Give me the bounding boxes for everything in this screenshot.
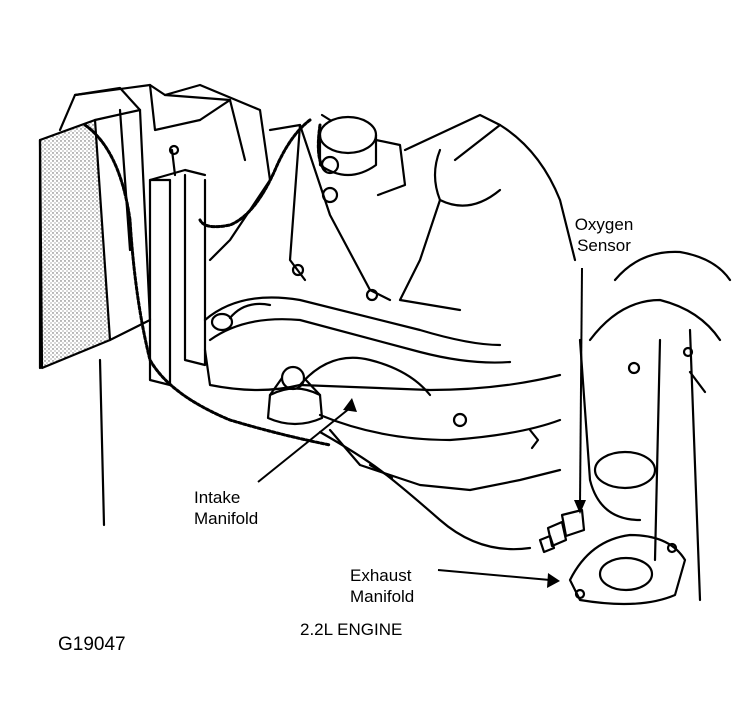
mounting-bracket — [148, 144, 207, 387]
intake-manifold-arrowhead — [343, 398, 357, 412]
intake-manifold-label-line1: Intake — [194, 488, 241, 507]
oxygen-sensor-body — [538, 508, 586, 554]
oxygen-sensor-label-line2: Sensor — [577, 236, 631, 255]
oxygen-sensor-label-line1: Oxygen — [574, 215, 634, 234]
oxygen-sensor-label: Oxygen Sensor — [566, 214, 642, 256]
throttle-body — [318, 113, 502, 204]
exhaust-manifold-arrowhead — [547, 573, 560, 588]
intake-manifold-label-line2: Manifold — [194, 509, 259, 528]
oxygen-sensor-arrowhead — [574, 500, 586, 514]
intake-manifold-leader — [257, 407, 351, 483]
sensor-lead-wire — [318, 430, 532, 551]
oxygen-sensor-leader — [579, 267, 583, 506]
leader-lines — [257, 267, 583, 581]
wiring-harness — [83, 118, 332, 447]
intake-manifold-label: Intake Manifold — [194, 487, 258, 529]
pressure-regulator — [266, 365, 324, 426]
exhaust-manifold-label-line2: Manifold — [350, 587, 415, 606]
air-cleaner-housing — [73, 83, 272, 262]
exhaust-manifold-leader — [437, 569, 551, 581]
engine-caption: 2.2L ENGINE — [300, 620, 403, 639]
leader-arrowheads — [343, 398, 586, 588]
exhaust-manifold-label: Exhaust Manifold — [350, 565, 414, 607]
exhaust-manifold-label-line1: Exhaust — [350, 566, 412, 585]
radiator-block — [38, 86, 152, 527]
figure-id: G19047 — [58, 634, 126, 655]
engine-upper-body — [268, 123, 577, 312]
intake-manifold-shape — [203, 296, 562, 492]
exhaust-manifold-shape — [568, 250, 732, 606]
